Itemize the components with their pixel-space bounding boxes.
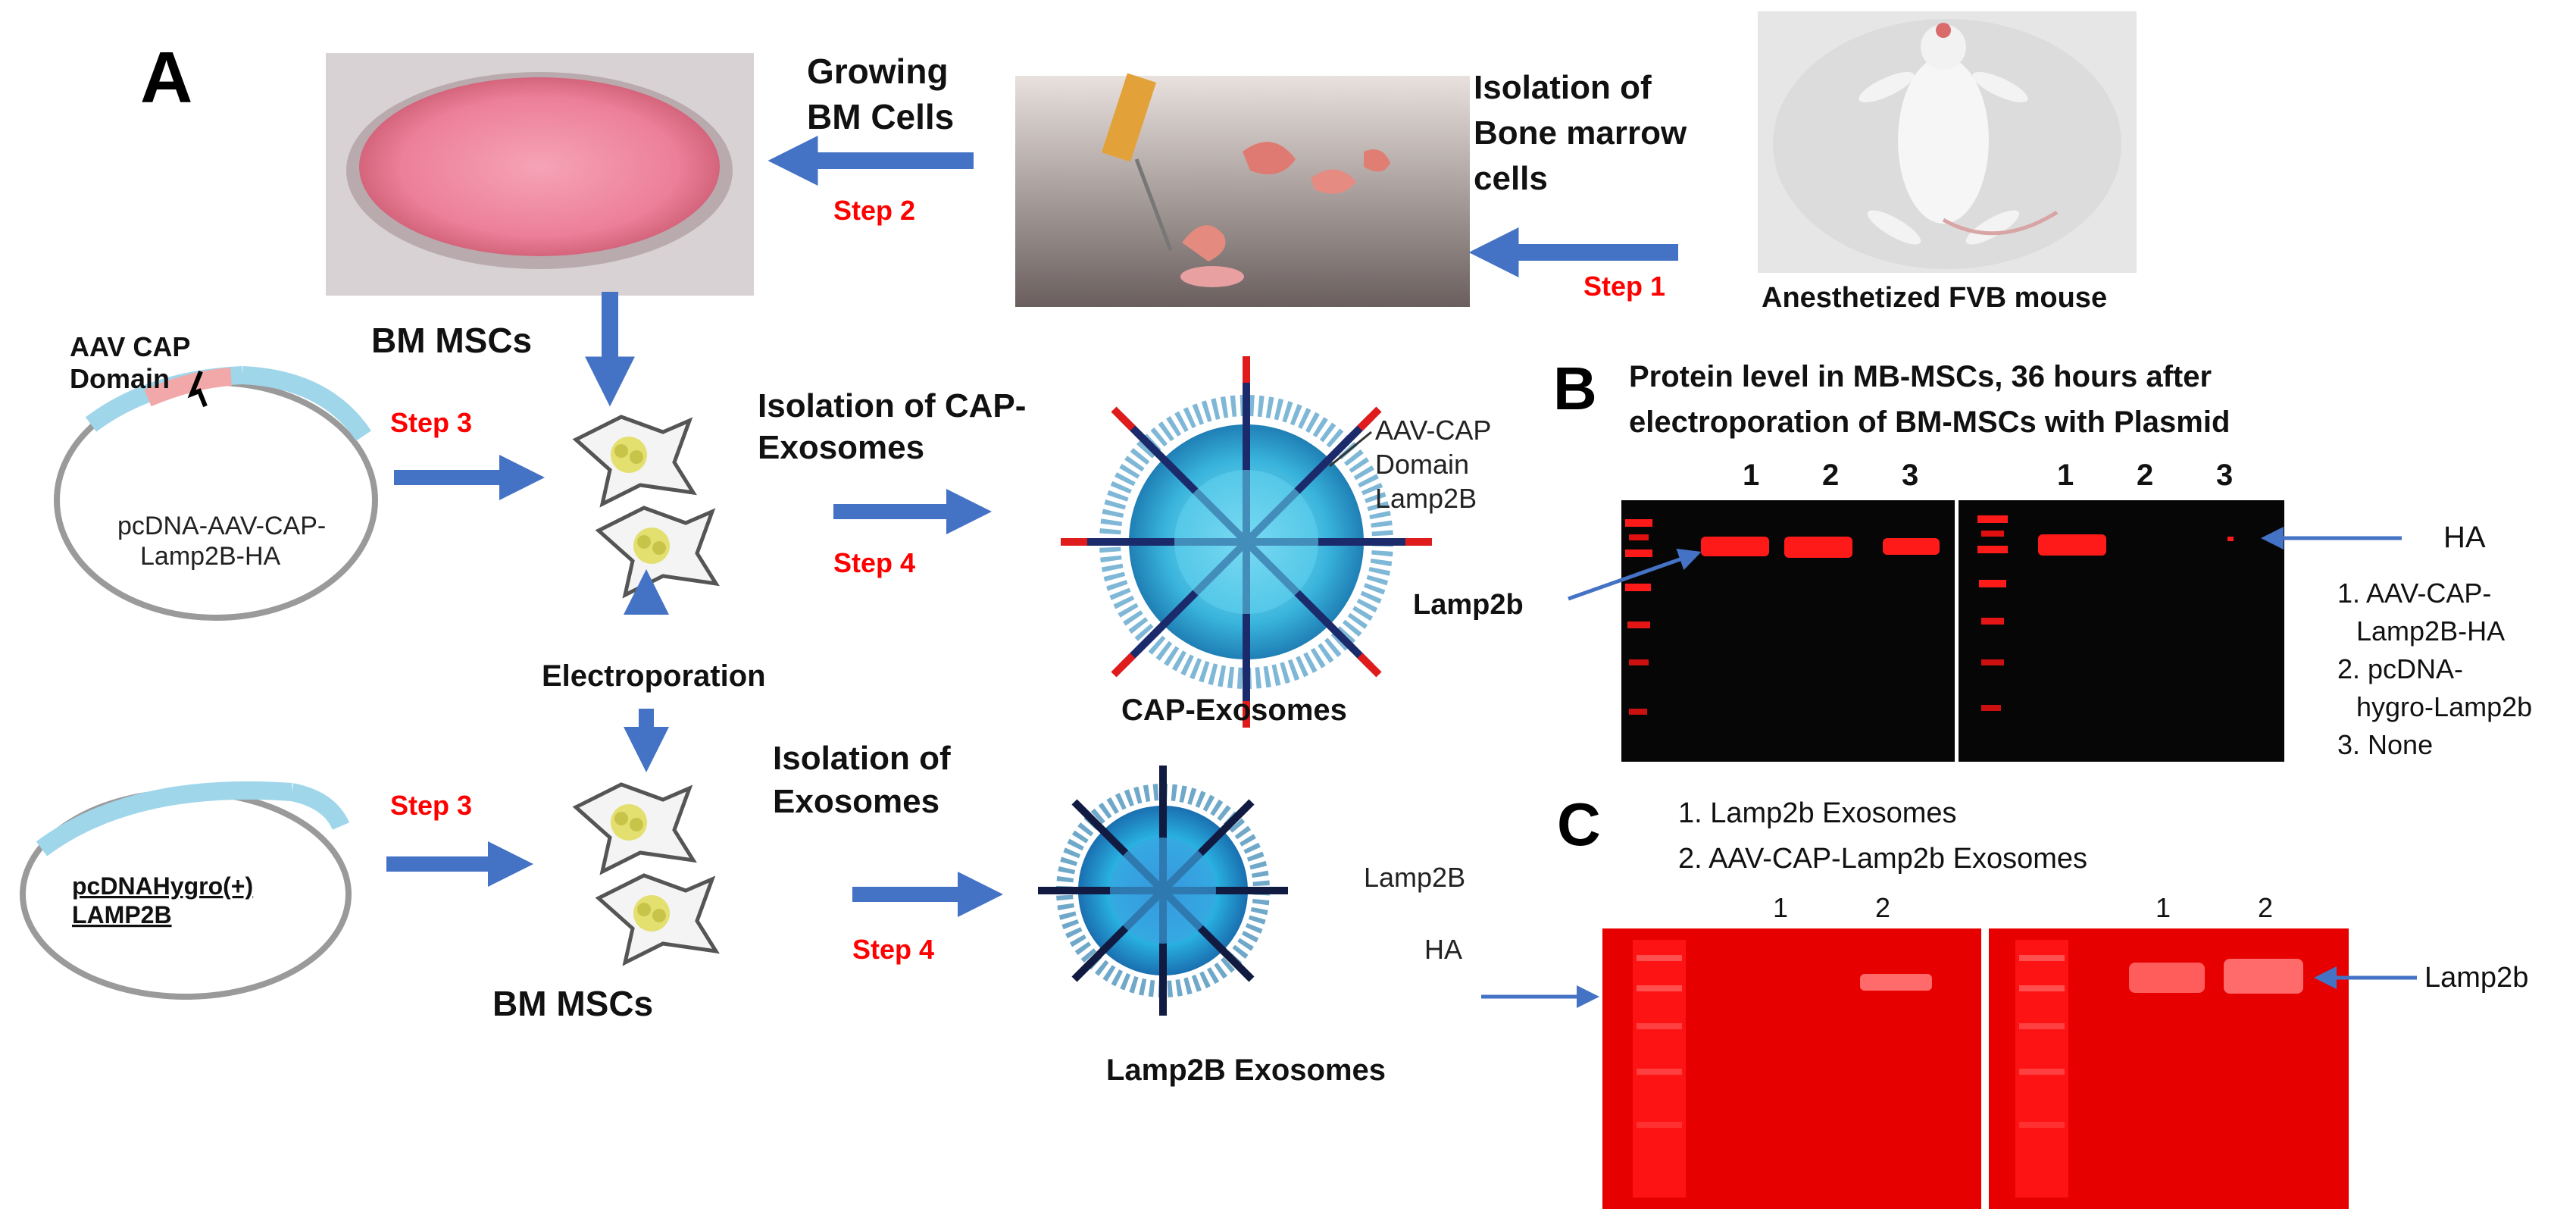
western-blot-c2 [1989,928,2349,1209]
western-blot-c1 [1602,928,1981,1209]
growing-line2: BM Cells [807,97,954,136]
step2-label: Step 2 [833,195,915,226]
panel-c-legend-2: 2. AAV-CAP-Lamp2b Exosomes [1678,843,2087,875]
isolation-exo-line1: Isolation of [773,740,951,777]
lamp-ha-label: HA [1424,934,1462,965]
aav-cap-pointer [187,370,208,408]
step3-top-label: Step 3 [390,407,472,438]
electroporation-label: Electroporation [542,659,766,693]
cap-label-pointer [1329,431,1372,468]
panel-b-title-line1: Protein level in MB-MSCs, 36 hours after [1629,360,2212,393]
panel-b-title-line2: electroporation of BM-MSCs with Plasmid [1629,405,2230,439]
culture-dish-image [326,53,754,296]
western-blot-b2 [1959,500,2284,762]
blot-c2-lane-1: 1 [2156,892,2171,923]
plasmid-top [54,366,378,621]
blot-c1-lane-1: 1 [1773,892,1788,923]
isolation-exo-line2: Exosomes [773,783,939,820]
panel-b-legend-1: 1. AAV-CAP- [2337,578,2491,609]
plasmid-bottom-line1: pcDNAHygro(+) [72,872,253,900]
panel-b-legend-4: hygro-Lamp2b [2356,691,2532,722]
step4-bottom-label: Step 4 [852,934,934,965]
ha-b-label: HA [2443,521,2486,554]
blot-b2-lane-2: 2 [2137,459,2153,492]
msc-cells-top [572,415,720,599]
panel-label-a: A [140,37,192,118]
lamp2b-c-label: Lamp2b [2424,962,2528,994]
blot-c1-lane-2: 2 [1875,892,1890,923]
plasmid-bottom [20,781,352,1000]
aav-cap-domain-line1: AAV CAP [70,331,190,362]
blot-b1-lane-1: 1 [1743,459,1759,492]
mouse-caption: Anesthetized FVB mouse [1762,282,2107,314]
western-blot-b1 [1621,500,1955,762]
plasmid-top-line1: pcDNA-AAV-CAP- [117,512,326,540]
growing-line1: Growing [807,52,949,91]
bone-marrow-isolation-image [1015,73,1470,307]
step1-label: Step 1 [1583,271,1665,302]
plasmid-bottom-line2: LAMP2B [72,901,172,928]
lamp2b-b-arrow [1568,548,1702,601]
isolation-cap-line1: Isolation of CAP- [758,387,1026,424]
blot-b2-lane-1: 1 [2057,459,2074,492]
panel-b-legend-5: 3. None [2337,729,2433,760]
msc-cells-bottom [572,782,720,966]
mouse-image [1758,11,2137,273]
isolation-cap-line2: Exosomes [758,429,924,466]
cap-label-line2: Domain [1375,449,1469,480]
lamp2b-exosome-illustration [1038,766,1288,1016]
lamp-label: Lamp2B [1364,862,1465,893]
cap-exosomes-caption: CAP-Exosomes [1121,694,1347,727]
bm-mscs-top: BM MSCs [371,321,532,360]
panel-b-legend-3: 2. pcDNA- [2337,653,2463,684]
lamp2b-b-label: Lamp2b [1413,589,1524,621]
blot-b2-lane-3: 3 [2216,459,2233,492]
cap-label-line3: Lamp2B [1375,483,1477,514]
blot-c2-lane-2: 2 [2258,892,2273,923]
bm-mscs-bottom: BM MSCs [492,984,653,1023]
lamp2b-exosomes-caption: Lamp2B Exosomes [1106,1054,1386,1087]
step4-top-label: Step 4 [833,547,915,578]
aav-cap-domain-line2: Domain [70,363,170,394]
panel-label-c: C [1557,791,1601,858]
isolation-bm-line2: Bone marrow [1474,114,1687,152]
panel-b-legend-2: Lamp2B-HA [2356,615,2505,647]
step3-bottom-label: Step 3 [390,790,472,821]
blot-b1-lane-3: 3 [1902,459,1918,492]
blot-b1-lane-2: 2 [1822,459,1839,492]
cap-label-line1: AAV-CAP [1375,415,1491,446]
isolation-bm-line1: Isolation of [1474,69,1652,106]
panel-label-b: B [1553,355,1597,422]
panel-c-legend-1: 1. Lamp2b Exosomes [1678,797,1957,829]
plasmid-top-line2: Lamp2B-HA [140,542,281,571]
isolation-bm-line3: cells [1474,160,1548,197]
cap-exosome-illustration [1061,356,1432,728]
